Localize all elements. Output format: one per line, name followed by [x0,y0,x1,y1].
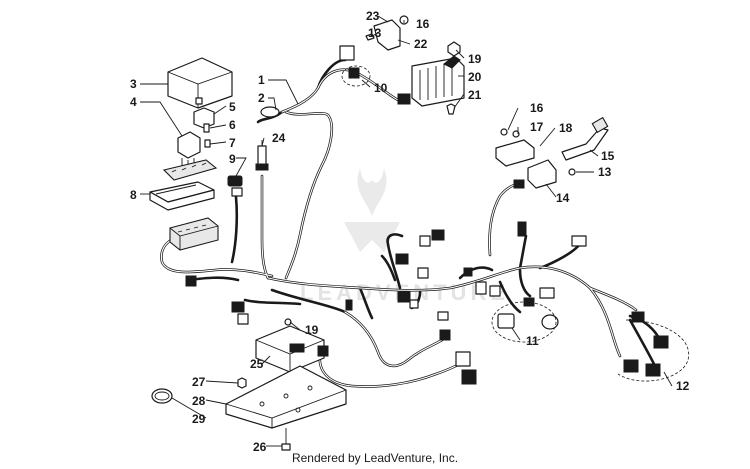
callout-1: 1 [258,73,265,87]
connector-cluster-left [185,275,353,325]
nut-27 [237,377,247,389]
hose-clamp [151,388,173,404]
fuse [203,123,211,148]
callout-13-top: 13 [368,26,382,40]
callout-labels: 1 2 3 4 5 6 7 8 9 10 11 12 13 13 14 15 1… [130,9,690,454]
callout-24: 24 [272,131,286,145]
callout-7: 7 [229,136,236,150]
callout-20: 20 [468,70,482,84]
callout-10: 10 [374,81,388,95]
fuse-box-tray [149,181,215,211]
callout-11: 11 [526,334,539,348]
callout-8: 8 [130,188,137,202]
mounting-plate [225,365,347,429]
callout-6: 6 [229,118,236,132]
callout-16-right: 16 [530,101,544,115]
callout-19-ecu: 19 [305,323,319,337]
callout-15: 15 [601,149,615,163]
fuse-box-cover [167,57,233,109]
sensor-bracket [495,128,535,167]
fuel-sensor [513,159,557,189]
callout-3: 3 [130,77,137,91]
callout-16-top: 16 [416,17,430,31]
callout-14: 14 [556,191,570,205]
callout-4: 4 [130,95,137,109]
voltage-regulator [411,55,465,107]
callout-27: 27 [192,375,206,389]
callout-28: 28 [192,394,206,408]
callout-29: 29 [192,412,206,426]
mini-relay [193,107,215,129]
callout-12: 12 [676,379,690,393]
callout-26: 26 [253,440,267,454]
wiring-harness [160,58,662,388]
relay [177,131,201,168]
callout-21: 21 [468,88,482,102]
callout-18: 18 [559,121,573,135]
callout-22: 22 [414,37,428,51]
connector-cluster-center [395,221,587,309]
breather-hose [561,116,609,176]
callout-19-top: 19 [468,52,482,66]
ecu-module [255,318,329,373]
harness-connector [227,175,243,197]
grommet [260,106,280,118]
connector-cluster-lower [437,311,477,385]
nut [446,41,461,115]
callout-17: 17 [530,120,544,134]
callout-23: 23 [366,9,380,23]
callout-5: 5 [229,100,236,114]
connector-group-top [339,45,411,105]
callout-13-right: 13 [598,165,612,179]
sensor-connector-11 [491,301,559,343]
connector-group-12 [617,311,690,382]
leader-lines [140,15,673,447]
fuse-strip [162,159,218,181]
callout-25: 25 [250,357,264,371]
bolt-26 [281,428,291,451]
callout-2: 2 [258,91,265,105]
callout-9: 9 [229,152,236,166]
fuse-block [169,217,219,251]
credit-line: Rendered by LeadVenture, Inc. [291,451,459,465]
